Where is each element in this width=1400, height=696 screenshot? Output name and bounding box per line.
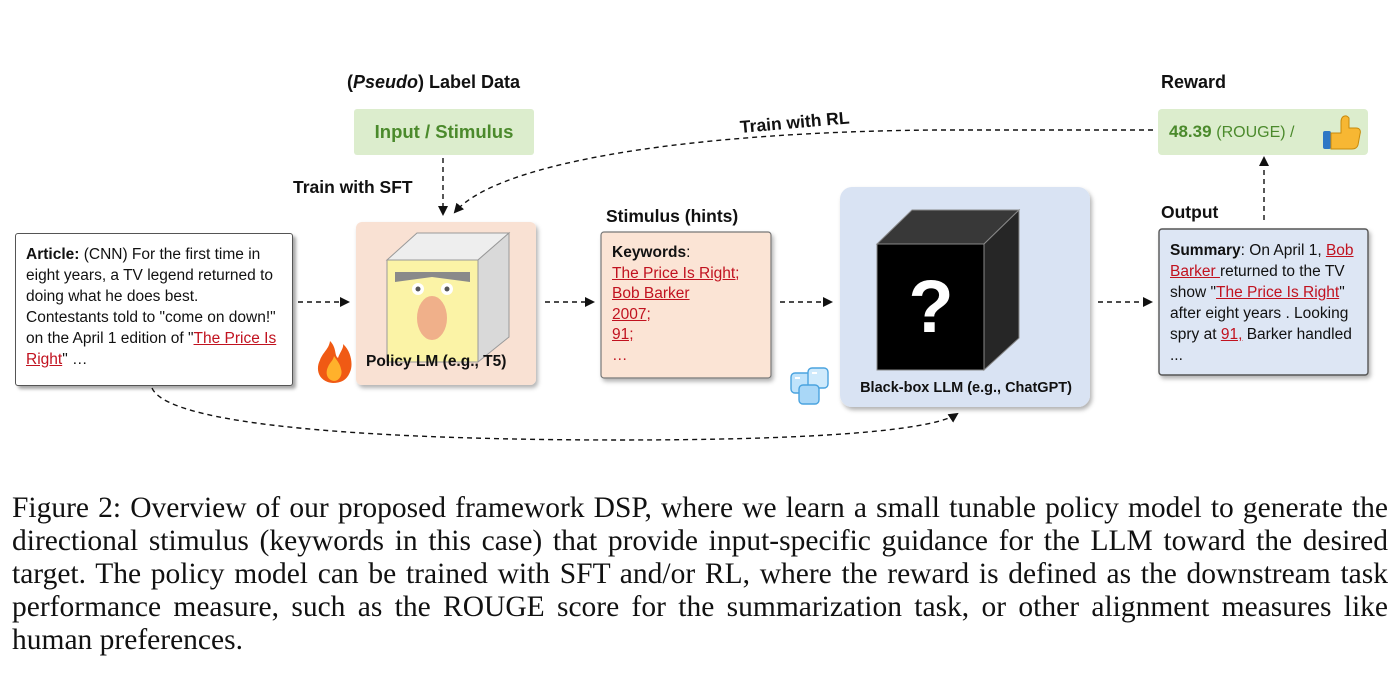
summary-t3: " after eight years . Looking spry at: [1170, 284, 1349, 343]
article-link[interactable]: The Price Is Right: [26, 330, 277, 368]
blackbox-llm-label: Black-box LLM (e.g., ChatGPT): [860, 380, 1072, 396]
summary-t4: Barker handled ...: [1170, 326, 1352, 364]
blackbox-cube-icon: [875, 208, 1021, 372]
article-label: Article:: [26, 246, 80, 263]
keyword-1[interactable]: The Price Is Right;: [612, 264, 740, 282]
policy-cube-icon: [385, 231, 511, 364]
ice-cube-icon: [790, 367, 829, 405]
keywords-colon: :: [686, 244, 691, 261]
input-stimulus-box: [354, 109, 534, 155]
summary-link-1[interactable]: Bob Barker: [1170, 242, 1354, 280]
keywords-label: Keywords: [612, 244, 687, 261]
reward-value: 48.39 (ROUGE) /: [1169, 122, 1295, 142]
label-data-suffix: ) Label Data: [418, 72, 521, 92]
stimulus-box: [600, 231, 772, 379]
train-sft-label: Train with SFT: [293, 177, 413, 197]
fire-icon: [317, 341, 352, 383]
keyword-2[interactable]: Bob Barker: [612, 285, 690, 302]
reward-box: [1158, 109, 1368, 155]
summary-link-3[interactable]: 91,: [1220, 326, 1243, 343]
keyword-3[interactable]: 2007;: [612, 305, 651, 323]
reward-score: 48.39: [1169, 122, 1212, 141]
keyword-more: …: [612, 346, 628, 364]
summary-t1: : On April 1,: [1240, 242, 1326, 259]
arrow-article-to-llm: [151, 387, 959, 441]
diagram-canvas: ?: [151, 109, 1369, 441]
thumbs-up-icon: [1323, 115, 1361, 150]
article-tail: " …: [62, 351, 88, 368]
summary-link-2[interactable]: The Price Is Right: [1216, 284, 1340, 301]
summary-box: [1158, 228, 1369, 376]
stimulus-hints-label: Stimulus (hints): [606, 206, 739, 226]
reward-metric: (ROUGE) /: [1216, 124, 1295, 141]
summary-label: Summary: [1170, 242, 1241, 259]
summary-text: Summary: On April 1, Bob Barker returned…: [1170, 240, 1364, 366]
figure-caption: Figure 2: Overview of our proposed frame…: [12, 492, 1388, 656]
label-data-title: (Pseudo) Label Data: [347, 72, 520, 93]
arrow-rl-curve: [453, 129, 1153, 214]
label-data-prefix: (: [347, 72, 353, 92]
input-stimulus-label: Input / Stimulus: [374, 121, 514, 142]
output-label: Output: [1161, 202, 1219, 222]
summary-t2: returned to the TV show ": [1170, 263, 1345, 301]
article-box: Article: (CNN) For the first time in eig…: [15, 233, 293, 386]
keyword-4[interactable]: 91;: [612, 326, 634, 343]
question-mark-icon: ?: [908, 265, 953, 348]
svg-text:?: ?: [908, 265, 953, 348]
article-text: (CNN) For the first time in eight years,…: [26, 246, 276, 347]
policy-lm-label: Policy LM (e.g., T5): [366, 353, 507, 370]
stimulus-keywords: Keywords: The Price Is Right; Bob Barker…: [612, 243, 767, 366]
label-data-italic: Pseudo: [353, 72, 419, 92]
reward-title: Reward: [1161, 72, 1227, 92]
